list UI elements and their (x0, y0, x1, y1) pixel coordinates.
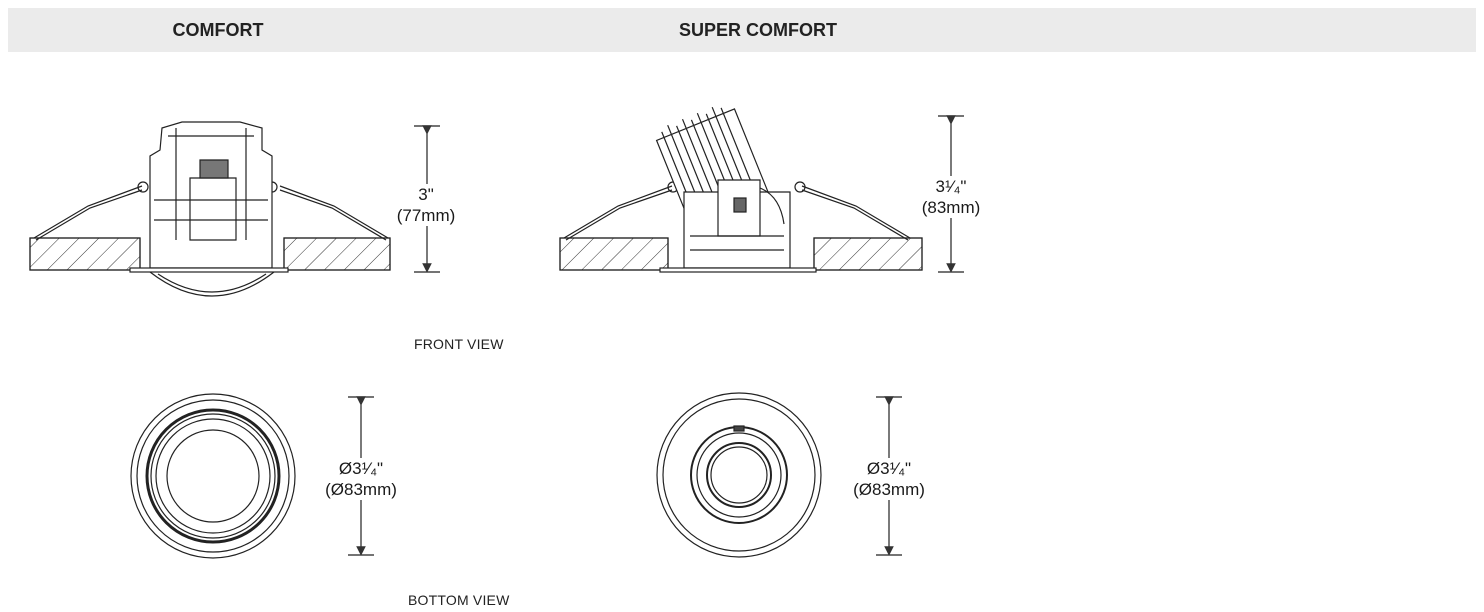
super-comfort-height-mm: (83mm) (921, 198, 981, 217)
spring-clip-left (33, 185, 143, 239)
ceiling-section-right (813, 237, 923, 271)
comfort-height-inches: 3" (418, 185, 434, 204)
comfort-bottom-view (130, 393, 374, 559)
comfort-height-mm: (77mm) (396, 206, 456, 225)
comfort-diameter-inches: Ø3¹⁄₄" (338, 459, 384, 478)
comfort-trim-flange (129, 267, 289, 273)
ceiling-section-left (559, 237, 669, 271)
front-view-label: FRONT VIEW (414, 336, 504, 352)
header-bar: COMFORT SUPER COMFORT (8, 8, 1476, 52)
comfort-outer-trim (130, 393, 296, 559)
spring-clip-left (563, 185, 673, 239)
super-comfort-diameter-label: Ø3¹⁄₄" (Ø83mm) (844, 458, 934, 500)
comfort-lens (166, 429, 260, 523)
super-comfort-height-label: 3¹⁄₄" (83mm) (914, 176, 988, 218)
super-comfort-front-view (559, 106, 964, 273)
bottom-view-label: BOTTOM VIEW (408, 592, 510, 608)
comfort-housing (149, 121, 273, 269)
ceiling-section-right (283, 237, 391, 271)
comfort-height-label: 3" (77mm) (390, 184, 462, 226)
super-comfort-column-title: SUPER COMFORT (678, 20, 837, 40)
ceiling-outline-right (283, 237, 391, 271)
super-comfort-lens (710, 446, 768, 504)
ceiling-section-left (29, 237, 141, 271)
spring-clip-right (801, 185, 911, 239)
super-comfort-diameter-mm: (Ø83mm) (853, 480, 925, 499)
super-comfort-trim-flange (659, 267, 817, 273)
comfort-lens-dome (149, 271, 275, 297)
comfort-front-view (29, 121, 440, 297)
comfort-column-title: COMFORT (172, 20, 264, 40)
super-comfort-outer-trim (656, 392, 822, 558)
spring-clip-right (279, 185, 389, 239)
super-comfort-height-inches: 3¹⁄₄" (935, 177, 967, 196)
comfort-diameter-label: Ø3¹⁄₄" (Ø83mm) (316, 458, 406, 500)
super-comfort-diameter-inches: Ø3¹⁄₄" (866, 459, 912, 478)
ceiling-outline-left (29, 237, 141, 271)
comfort-diameter-mm: (Ø83mm) (325, 480, 397, 499)
